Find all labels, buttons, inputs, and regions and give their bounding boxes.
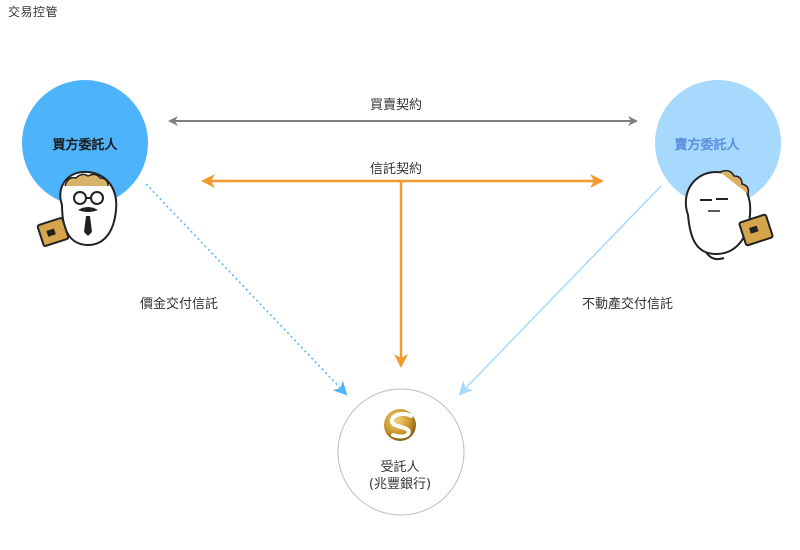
trustee-name: 受託人 [380,460,420,475]
buyer-label: 買方委託人 [52,138,118,153]
realty-trust-label: 不動產交付信託 [582,297,674,312]
buyer-mascot-icon [36,170,118,247]
trust-contract-label: 信託契約 [370,162,423,177]
price-trust-arrow [145,183,348,396]
page-title: 交易控管 [8,5,59,19]
trade-contract-label: 買賣契約 [370,98,423,113]
bank-logo-icon [384,409,416,441]
price-trust-label: 價金交付信託 [140,297,219,312]
trustee-circle [337,388,465,516]
buyer-circle [22,80,148,206]
seller-circle [655,80,781,206]
realty-trust-arrow [458,185,662,396]
trustee-bank: (兆豐銀行) [368,477,432,492]
seller-label: 賣方委託人 [674,138,740,153]
seller-mascot-icon [684,169,774,261]
